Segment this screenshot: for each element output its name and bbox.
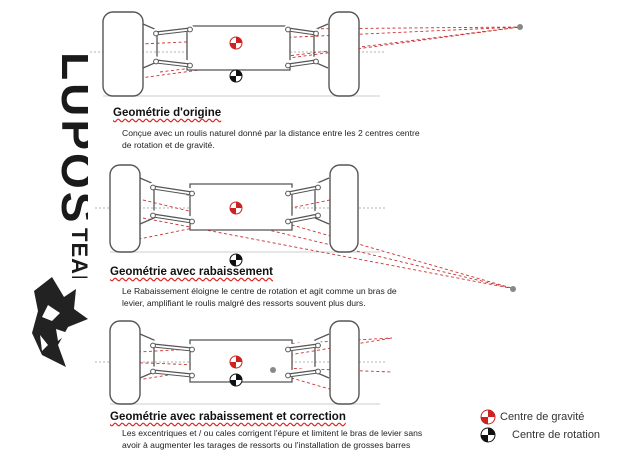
d1-right-upper-arm-pivot-b <box>313 30 319 37</box>
d3-right-lower-arm-pivot-b <box>315 368 321 375</box>
d1-left-upper-arm-pivot-a <box>153 30 159 37</box>
d2-right-upper-arm-edge <box>287 188 319 196</box>
d1-right-lower-arm <box>287 59 317 65</box>
d3-right-lower-arm-pivot-a <box>285 372 291 379</box>
d2-left-knuckle <box>139 177 155 225</box>
section-2-title: Geométrie avec rabaissement <box>110 266 274 278</box>
d2-right-lower-arm-pivot-a <box>285 218 291 225</box>
d3-right-upper-arm-edge <box>287 346 319 352</box>
svg-text:TEAM: TEAM <box>67 228 88 278</box>
d3-gravity-center <box>229 355 243 369</box>
d3-left-lower-arm <box>152 369 193 375</box>
d3-left-wheel <box>109 320 141 405</box>
d1-left-upper-arm <box>155 27 191 33</box>
d2-left-lower-arm-pivot-a <box>150 212 156 219</box>
d1-right-upper-arm-pivot-a <box>285 26 291 33</box>
d2-left-lower-arm-pivot-b <box>189 218 195 225</box>
d2-instant-center <box>510 286 516 292</box>
d1-left-wheel <box>102 11 144 97</box>
d1-right-upper-arm-edge <box>287 30 317 36</box>
section-2-body: Le Rabaissement éloigne le centre de rot… <box>122 286 397 309</box>
d2-right-upper-arm-pivot-a <box>285 190 291 197</box>
d1-right-lower-arm-edge <box>287 62 317 68</box>
d1-right-knuckle <box>313 23 329 69</box>
d2-left-lower-arm-edge <box>152 216 193 224</box>
d1-lower-construction <box>139 26 521 79</box>
d1-rotation-center <box>229 69 243 83</box>
rotation-center-legend-label: Centre de rotation <box>512 429 601 441</box>
d3-right-knuckle <box>314 333 330 379</box>
d3-right-upper-arm-pivot-a <box>285 346 291 353</box>
d1-right-wheel <box>328 11 360 97</box>
d2-right-lower-arm-pivot-b <box>315 212 321 219</box>
d3-right-upper-arm <box>287 343 319 349</box>
d3-instant-center <box>270 367 276 373</box>
d2-right-upper-arm <box>287 185 319 193</box>
d1-right-lower-arm-pivot-a <box>285 62 291 69</box>
d1-left-lower-arm <box>155 59 191 65</box>
gravity-center-legend-icon <box>480 409 496 425</box>
d2-right-knuckle <box>314 177 330 225</box>
d2-right-lower-arm <box>287 213 319 221</box>
team-lupos-logo: LUPOS TEAM <box>52 52 88 278</box>
d3-left-upper-arm <box>152 343 193 349</box>
wolf-head-icon <box>32 277 88 367</box>
d1-left-lower-arm-edge <box>155 62 191 68</box>
d1-right-upper-arm <box>287 27 317 33</box>
d3-right-upper-arm-pivot-b <box>315 342 321 349</box>
d1-left-lower-arm-pivot-a <box>153 58 159 65</box>
section-3-title: Geométrie avec rabaissement et correctio… <box>110 411 346 423</box>
d2-left-upper-arm-pivot-a <box>150 184 156 191</box>
d1-right-lower-arm-pivot-b <box>313 58 319 65</box>
d2-right-lower-arm-edge <box>287 216 319 224</box>
d3-right-wheel <box>329 320 360 405</box>
d2-left-upper-arm <box>152 185 193 193</box>
d2-left-upper-arm-pivot-b <box>189 190 195 197</box>
d2-left-lower-arm <box>152 213 193 221</box>
d1-left-upper-arm-pivot-b <box>187 26 193 33</box>
d2-right-upper-arm-pivot-b <box>315 184 321 191</box>
d3-left-knuckle <box>139 333 155 379</box>
d2-left-wheel <box>109 164 141 253</box>
section-3-body: Les excentriques et / ou cales corrigent… <box>122 428 423 451</box>
d1-gravity-center <box>229 36 243 50</box>
d1-left-upper-arm-edge <box>155 30 191 36</box>
d3-left-lower-arm-edge <box>152 372 193 378</box>
section-1-body: Conçue avec un roulis naturel donné par … <box>122 128 420 151</box>
d1-left-lower-arm-pivot-b <box>187 62 193 69</box>
d3-right-lower-arm-edge <box>287 372 319 378</box>
d2-right-wheel <box>329 164 359 253</box>
d3-left-upper-arm-pivot-b <box>189 346 195 353</box>
d2-left-upper-arm-edge <box>152 188 193 196</box>
d1-instant-center <box>517 24 523 30</box>
d3-left-upper-arm-pivot-a <box>150 342 156 349</box>
d3-left-lower-arm-pivot-a <box>150 368 156 375</box>
svg-text:LUPOS: LUPOS <box>52 52 88 225</box>
d3-left-lower-arm-pivot-b <box>189 372 195 379</box>
gravity-center-legend-label: Centre de gravité <box>500 411 585 423</box>
d2-gravity-center <box>229 201 243 215</box>
rotation-center-legend-icon <box>480 427 496 443</box>
d2-construction-3 <box>169 189 516 290</box>
section-1-title: Geométrie d'origine <box>113 107 222 119</box>
d1-left-knuckle <box>142 23 158 69</box>
d3-right-lower-arm <box>287 369 319 375</box>
d3-left-upper-arm-edge <box>152 346 193 352</box>
d3-rotation-center <box>229 373 243 387</box>
d2-rotation-center <box>229 253 243 267</box>
